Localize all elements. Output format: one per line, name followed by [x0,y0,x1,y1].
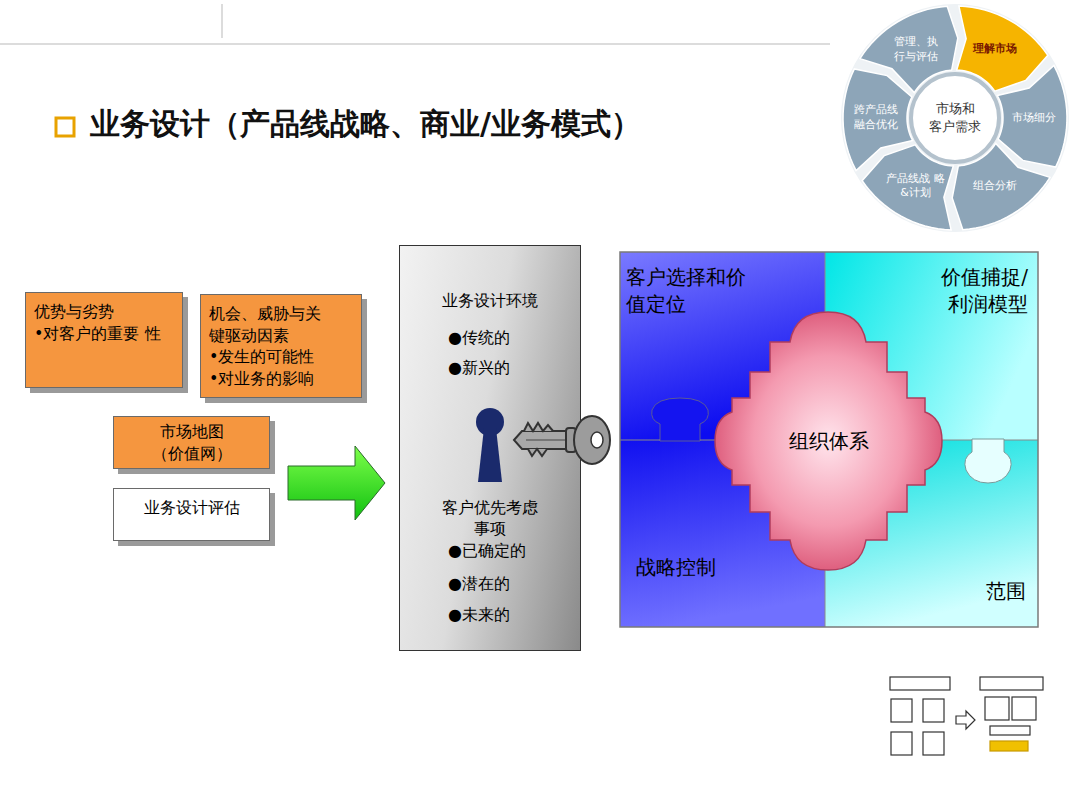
node-text: 客户优先考虑 事项 [434,497,546,540]
node-text: 战略控制 [636,554,716,581]
node-text: 优势与劣势 [34,301,174,323]
block-arrow [288,446,385,520]
evaluation-box: 业务设计评估 [113,488,270,541]
cycle-step: 跨产品线 融合优化 [845,101,907,135]
node-text: 产品线战 略&计划 [885,172,947,202]
bullet-item: ●已确定的 [448,540,580,562]
process-icon [890,677,1043,755]
cycle-step: 组合分析 [964,169,1026,203]
analysis-box: 优势与劣势•对客户的重要 性 [25,292,183,388]
header-tick [221,4,223,38]
node-text: 组合分析 [973,179,1017,194]
node-text: 管理、执 行与评估 [885,35,947,65]
puzzle-seam [1004,440,1038,441]
cycle-step: 管理、执 行与评估 [885,33,947,67]
center-circle: 市场和 客户需求 [909,72,1001,164]
cycle-step: 产品线战 略&计划 [885,169,947,203]
puzzle-notch [965,439,1011,483]
cycle-segment [843,69,913,171]
cycle-step: 理解市场 [964,33,1026,67]
node-text: 组织体系 [789,428,869,455]
node-text: 客户选择和价 值定位 [626,264,776,318]
title-bullet [56,118,74,136]
puzzle-quadrant: 战略控制 [620,440,825,627]
bullet-item: ●潜在的 [448,573,580,595]
analysis-box: 机会、威胁与关 键驱动因素•发生的可能性•对业务的影响 [200,294,362,398]
node-text: •对业务的影响 [209,368,353,390]
node-text: 市场细分 [1012,111,1056,126]
bullet-item: ●新兴的 [448,357,580,379]
cycle-step: 市场细分 [1003,101,1065,135]
bullet-item: ●传统的 [448,327,580,349]
node-text: 跨产品线 融合优化 [845,103,907,133]
node-text: •发生的可能性 [209,346,353,368]
puzzle [620,252,1038,627]
organization-cross: 组织体系 [715,312,942,570]
cycle-segment [997,65,1067,167]
puzzle-frame [620,252,1038,627]
header-rule [0,43,830,45]
node-text: 价值捕捉/ 利润模型 [916,264,1028,318]
puzzle-knob [652,398,709,441]
circle-outline [909,72,1001,164]
node-text: 理解市场 [973,42,1017,57]
node-text: 业务设计评估 [144,497,240,519]
bullet-item: ●未来的 [448,604,580,626]
slide-title: 业务设计（产品线战略、商业/业务模式） [90,104,641,145]
node-text: 机会、威胁与关 键驱动因素 [209,303,353,346]
key [514,416,610,464]
puzzle-quadrant: 范围 [825,440,1038,627]
node-text: 范围 [986,578,1026,605]
cycle-ring [843,6,1067,230]
node-text: •对客户的重要 性 [34,323,174,345]
analysis-box: 市场地图 （价值网） [113,416,270,469]
node-text: 业务设计环境 [400,290,580,312]
puzzle-seam [620,440,660,441]
node-text: 市场和 客户需求 [917,100,993,135]
cycle-halo [841,4,1069,232]
keyhole [476,408,504,482]
node-text: 市场地图 （价值网） [134,421,249,464]
